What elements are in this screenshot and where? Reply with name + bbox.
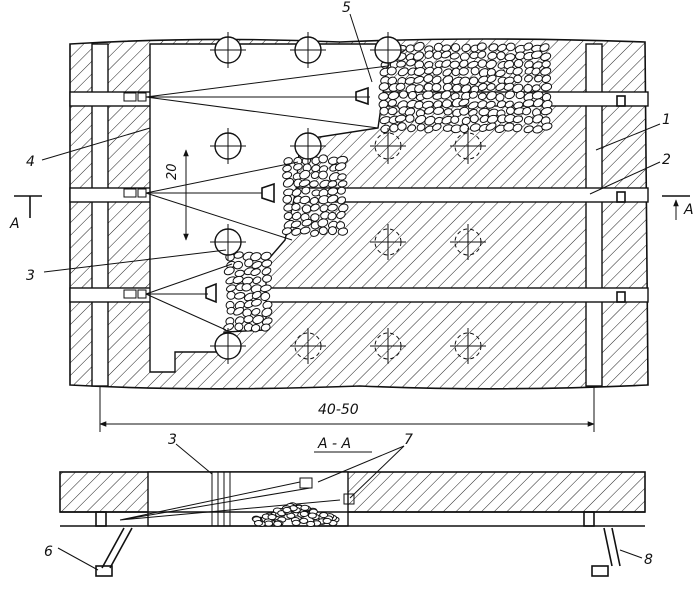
section-marker-right: A — [662, 195, 694, 220]
callout-6: 6 — [44, 544, 53, 560]
section-marker-right-label: A — [683, 202, 694, 218]
charge-mid — [123, 161, 299, 241]
dimension-span: 40-50 — [99, 386, 595, 432]
charge-top — [123, 65, 389, 129]
dimension-spacing-label: 20 — [165, 163, 180, 180]
callout-5: 5 — [342, 0, 351, 16]
section-marker-left: A — [9, 195, 42, 232]
callout-4: 4 — [26, 154, 35, 170]
callout-2: 2 — [662, 152, 671, 168]
broken-ore — [223, 41, 553, 333]
charge-bottom — [123, 263, 233, 331]
section-broken-ore — [251, 502, 340, 528]
callout-3-section: 3 — [168, 432, 177, 448]
callout-7: 7 — [404, 432, 413, 448]
section-title: A - A — [317, 436, 351, 452]
callout-leaders — [41, 13, 661, 273]
callout-8: 8 — [644, 552, 653, 568]
charges — [123, 65, 389, 331]
callout-1: 1 — [662, 112, 671, 128]
plan-view: 20 40-50 A A 5 1 2 — [9, 0, 694, 432]
right-markers — [616, 95, 626, 303]
raises — [210, 32, 486, 364]
dimension-span-label: 40-50 — [318, 402, 359, 418]
section-view: A - A — [44, 432, 653, 577]
section-marker-left-label: A — [9, 216, 20, 232]
callout-3: 3 — [26, 268, 35, 284]
dimension-spacing: 20 — [165, 149, 189, 241]
